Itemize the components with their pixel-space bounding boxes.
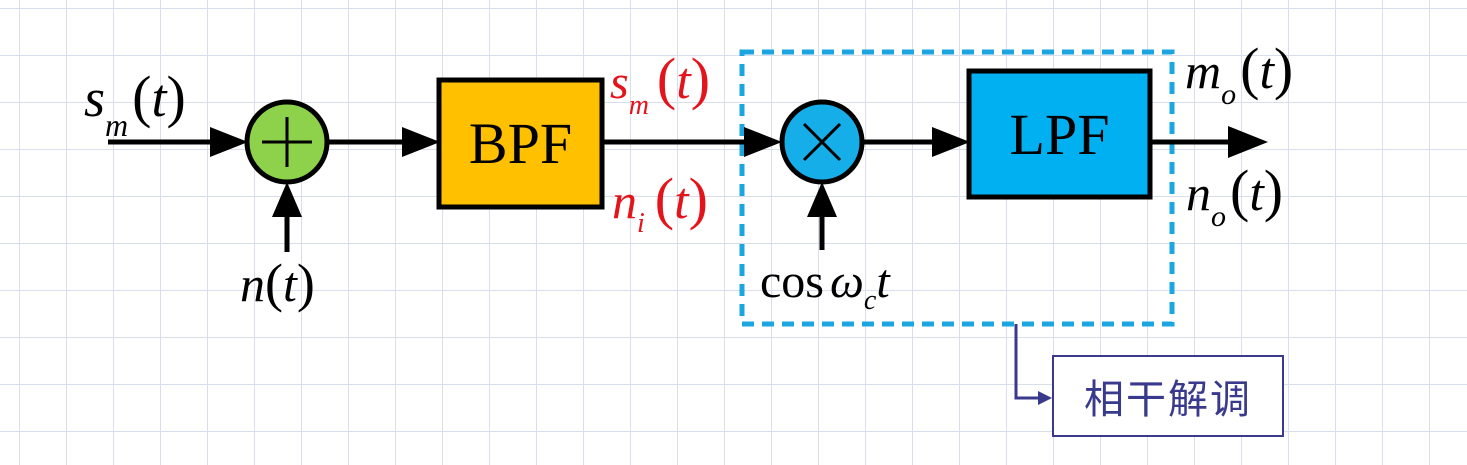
bpf-signal-output-label: sm(t)	[610, 46, 711, 121]
bpf-to-multiplier-arrow	[602, 127, 782, 157]
lpf-box	[966, 68, 1153, 200]
coherent-demod-legend: 相干解调	[1052, 355, 1284, 437]
output-noise-label: no(t)	[1186, 158, 1284, 233]
bpf-box	[436, 77, 605, 210]
legend-text: 相干解调	[1084, 377, 1252, 423]
noise-arrow	[272, 182, 302, 252]
carrier-arrow	[807, 182, 837, 250]
input-signal-label: sm(t)	[84, 64, 186, 143]
adder-node	[244, 99, 330, 185]
noise-label: n(t)	[240, 253, 315, 313]
bpf-label: BPF	[468, 111, 573, 176]
input-arrow	[108, 127, 248, 157]
adder-to-bpf-arrow	[325, 127, 440, 157]
output-signal-label: mo(t)	[1185, 36, 1294, 111]
bpf-noise-output-label: ni(t)	[612, 166, 708, 239]
coherent-demod-group	[739, 49, 1175, 327]
output-arrow	[1150, 126, 1268, 158]
lpf-label: LPF	[1009, 101, 1110, 167]
multiplier-node	[779, 99, 865, 185]
legend-connector	[1014, 324, 1052, 405]
multiplier-to-lpf-arrow	[862, 127, 970, 157]
